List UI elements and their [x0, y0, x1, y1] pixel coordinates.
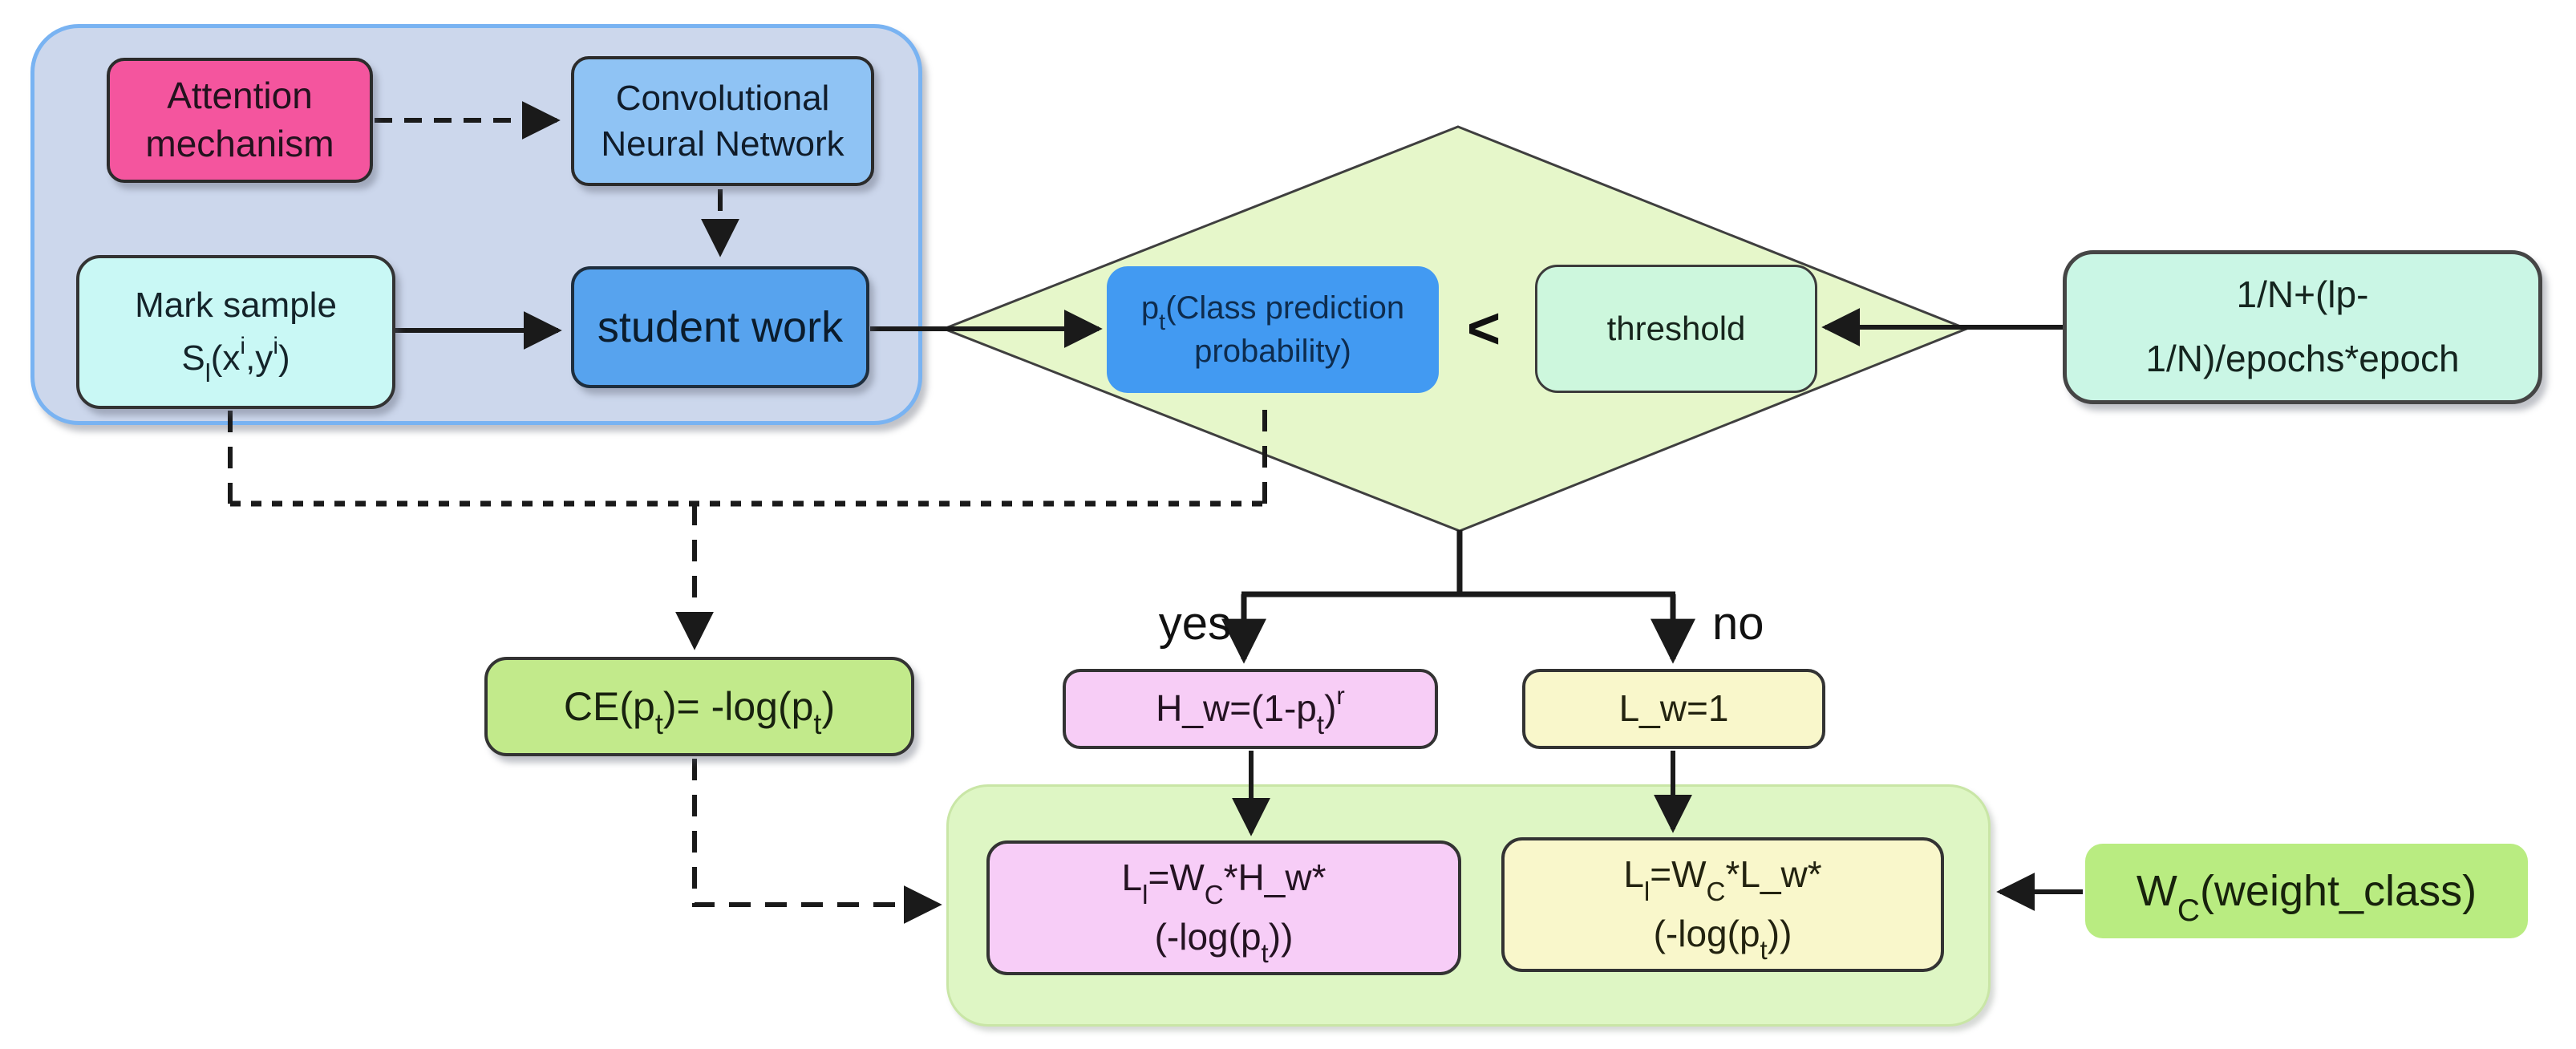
mark-sample-node: Mark sample Sl(xi,yi) [76, 255, 395, 409]
branch-split-lines [1221, 530, 1695, 664]
hw-weight-node: H_w=(1-pt)r [1063, 669, 1438, 749]
loss-low-line2: (-log(pt)) [1653, 912, 1792, 966]
epoch-formula-node: 1/N+(lp- 1/N)/epochs*epoch [2063, 250, 2542, 404]
comparator-symbol: < [1466, 297, 1501, 361]
weight-class-formula: WC(weight_class) [2136, 866, 2477, 928]
loss-low-line1: Ll=WC*L_w* [1623, 853, 1822, 907]
weight-class-node: WC(weight_class) [2085, 844, 2528, 938]
ce-loss-node: CE(pt)= -log(pt) [484, 657, 914, 756]
epoch-formula-line2: 1/N)/epochs*epoch [2145, 338, 2460, 380]
branch-yes-label: yes [1158, 597, 1231, 650]
dashed-link-marksample-to-pt [228, 407, 1267, 507]
cnn-label: Convolutional Neural Network [601, 78, 844, 164]
ce-formula: CE(pt)= -log(pt) [563, 683, 836, 740]
dashed-arrow-ce-to-lossgroup [692, 759, 942, 924]
attention-mechanism-node: Attention mechanism [107, 58, 373, 183]
attention-mechanism-label: Attention mechanism [145, 75, 334, 164]
branch-no-label: no [1712, 597, 1764, 650]
epoch-formula-line1: 1/N+(lp- [2236, 273, 2369, 315]
hw-formula: H_w=(1-pt)r [1156, 682, 1345, 741]
loss-low-node: Ll=WC*L_w* (-log(pt)) [1501, 837, 1944, 972]
cnn-node: Convolutional Neural Network [571, 56, 874, 186]
loss-high-line1: Ll=WC*H_w* [1121, 857, 1326, 910]
student-work-label: student work [597, 302, 844, 351]
threshold-node: threshold [1535, 265, 1817, 393]
lw-weight-node: L_w=1 [1522, 669, 1825, 749]
pt-line2: probability) [1194, 334, 1351, 369]
loss-high-line2: (-log(pt)) [1154, 915, 1294, 969]
mark-sample-title: Mark sample [135, 286, 337, 325]
threshold-label: threshold [1606, 309, 1746, 347]
lw-formula: L_w=1 [1618, 687, 1729, 730]
pt-probability-node: pt(Class prediction probability) [1107, 266, 1439, 393]
loss-high-node: Ll=WC*H_w* (-log(pt)) [986, 840, 1461, 975]
student-work-node: student work [571, 266, 869, 388]
pt-line1: pt(Class prediction [1140, 290, 1405, 336]
mark-sample-formula: Sl(xi,yi) [181, 332, 290, 388]
